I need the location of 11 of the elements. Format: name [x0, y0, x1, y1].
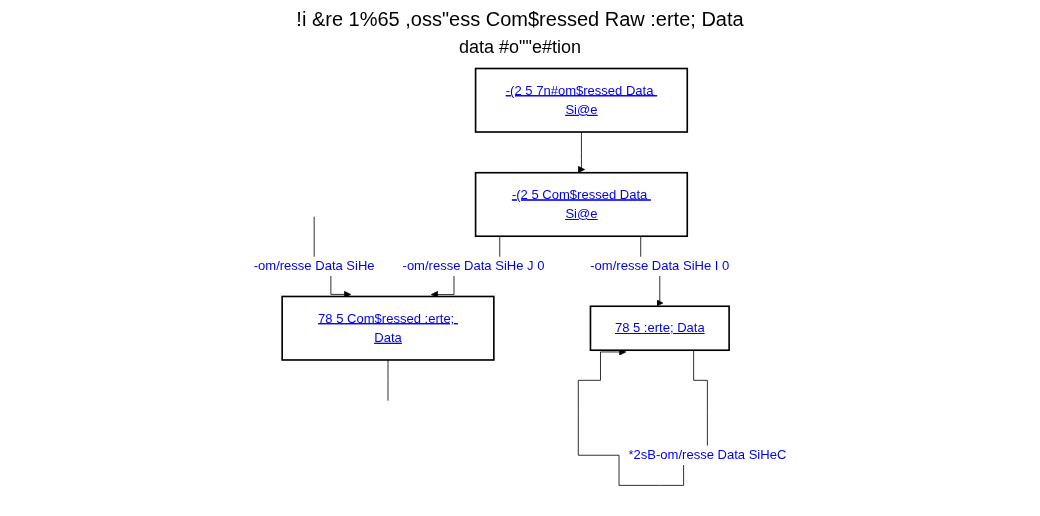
node-box: 78 5 :erte; Data	[589, 305, 730, 352]
node-box: -(2 5 7n#om$ressed Data Si@e	[474, 67, 689, 133]
edge-label: -om/resse Data SiHe I 0	[590, 259, 730, 273]
diagram-title: !i &re 1%65 ,oss"ess Com$ressed Raw :erte; Data	[296, 8, 744, 31]
connector	[387, 359, 389, 402]
subtitle-text: data #o""e#tion	[459, 37, 581, 58]
edge-label: -om/resse Data SiHe	[253, 259, 375, 273]
edge-label: *2sB-om/resse Data SiHeC	[628, 447, 787, 462]
edge-label: -om/resse Data SiHe J 0	[402, 259, 545, 273]
node-box: 78 5 Com$ressed :erte; Data	[281, 295, 495, 361]
node-box: -(2 5 Com$ressed Data Si@e	[474, 171, 689, 238]
